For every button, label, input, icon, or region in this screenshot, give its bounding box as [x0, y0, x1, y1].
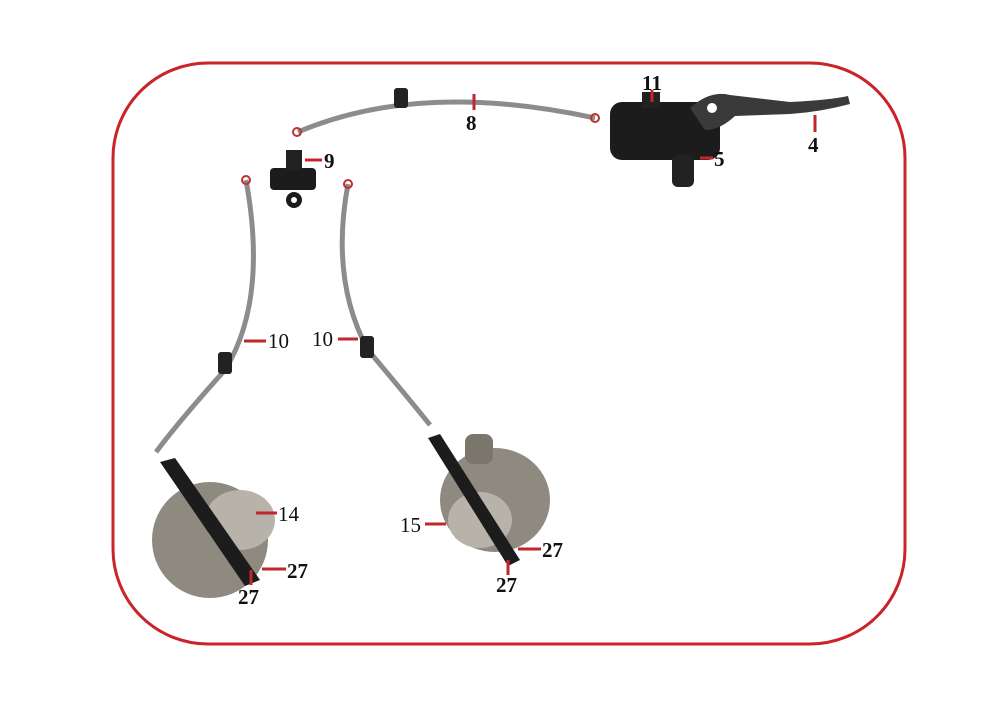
right-caliper-part [428, 434, 550, 566]
part-label: 10 [312, 327, 333, 351]
part-label: 10 [268, 329, 289, 353]
part-label: 27 [496, 573, 517, 597]
part-label: 27 [542, 538, 563, 562]
frame-border [111, 61, 907, 646]
part-label: 11 [642, 71, 662, 95]
part-label: 14 [278, 502, 300, 526]
left-brake-hose-part [154, 175, 256, 454]
part-label: 5 [714, 147, 725, 171]
brake-lever-part [690, 93, 850, 130]
part-label: 27 [287, 559, 308, 583]
three-way-joint-part [270, 150, 316, 208]
upper-brake-hose-part [292, 88, 600, 137]
part-label: 15 [400, 513, 421, 537]
part-label: 8 [466, 111, 477, 135]
right-brake-hose-part [339, 179, 432, 427]
part-label: 9 [324, 149, 335, 173]
part-label: 4 [808, 133, 819, 157]
part-label: 27 [238, 585, 259, 609]
left-caliper-part [152, 458, 275, 598]
master-cylinder-part [610, 92, 720, 187]
